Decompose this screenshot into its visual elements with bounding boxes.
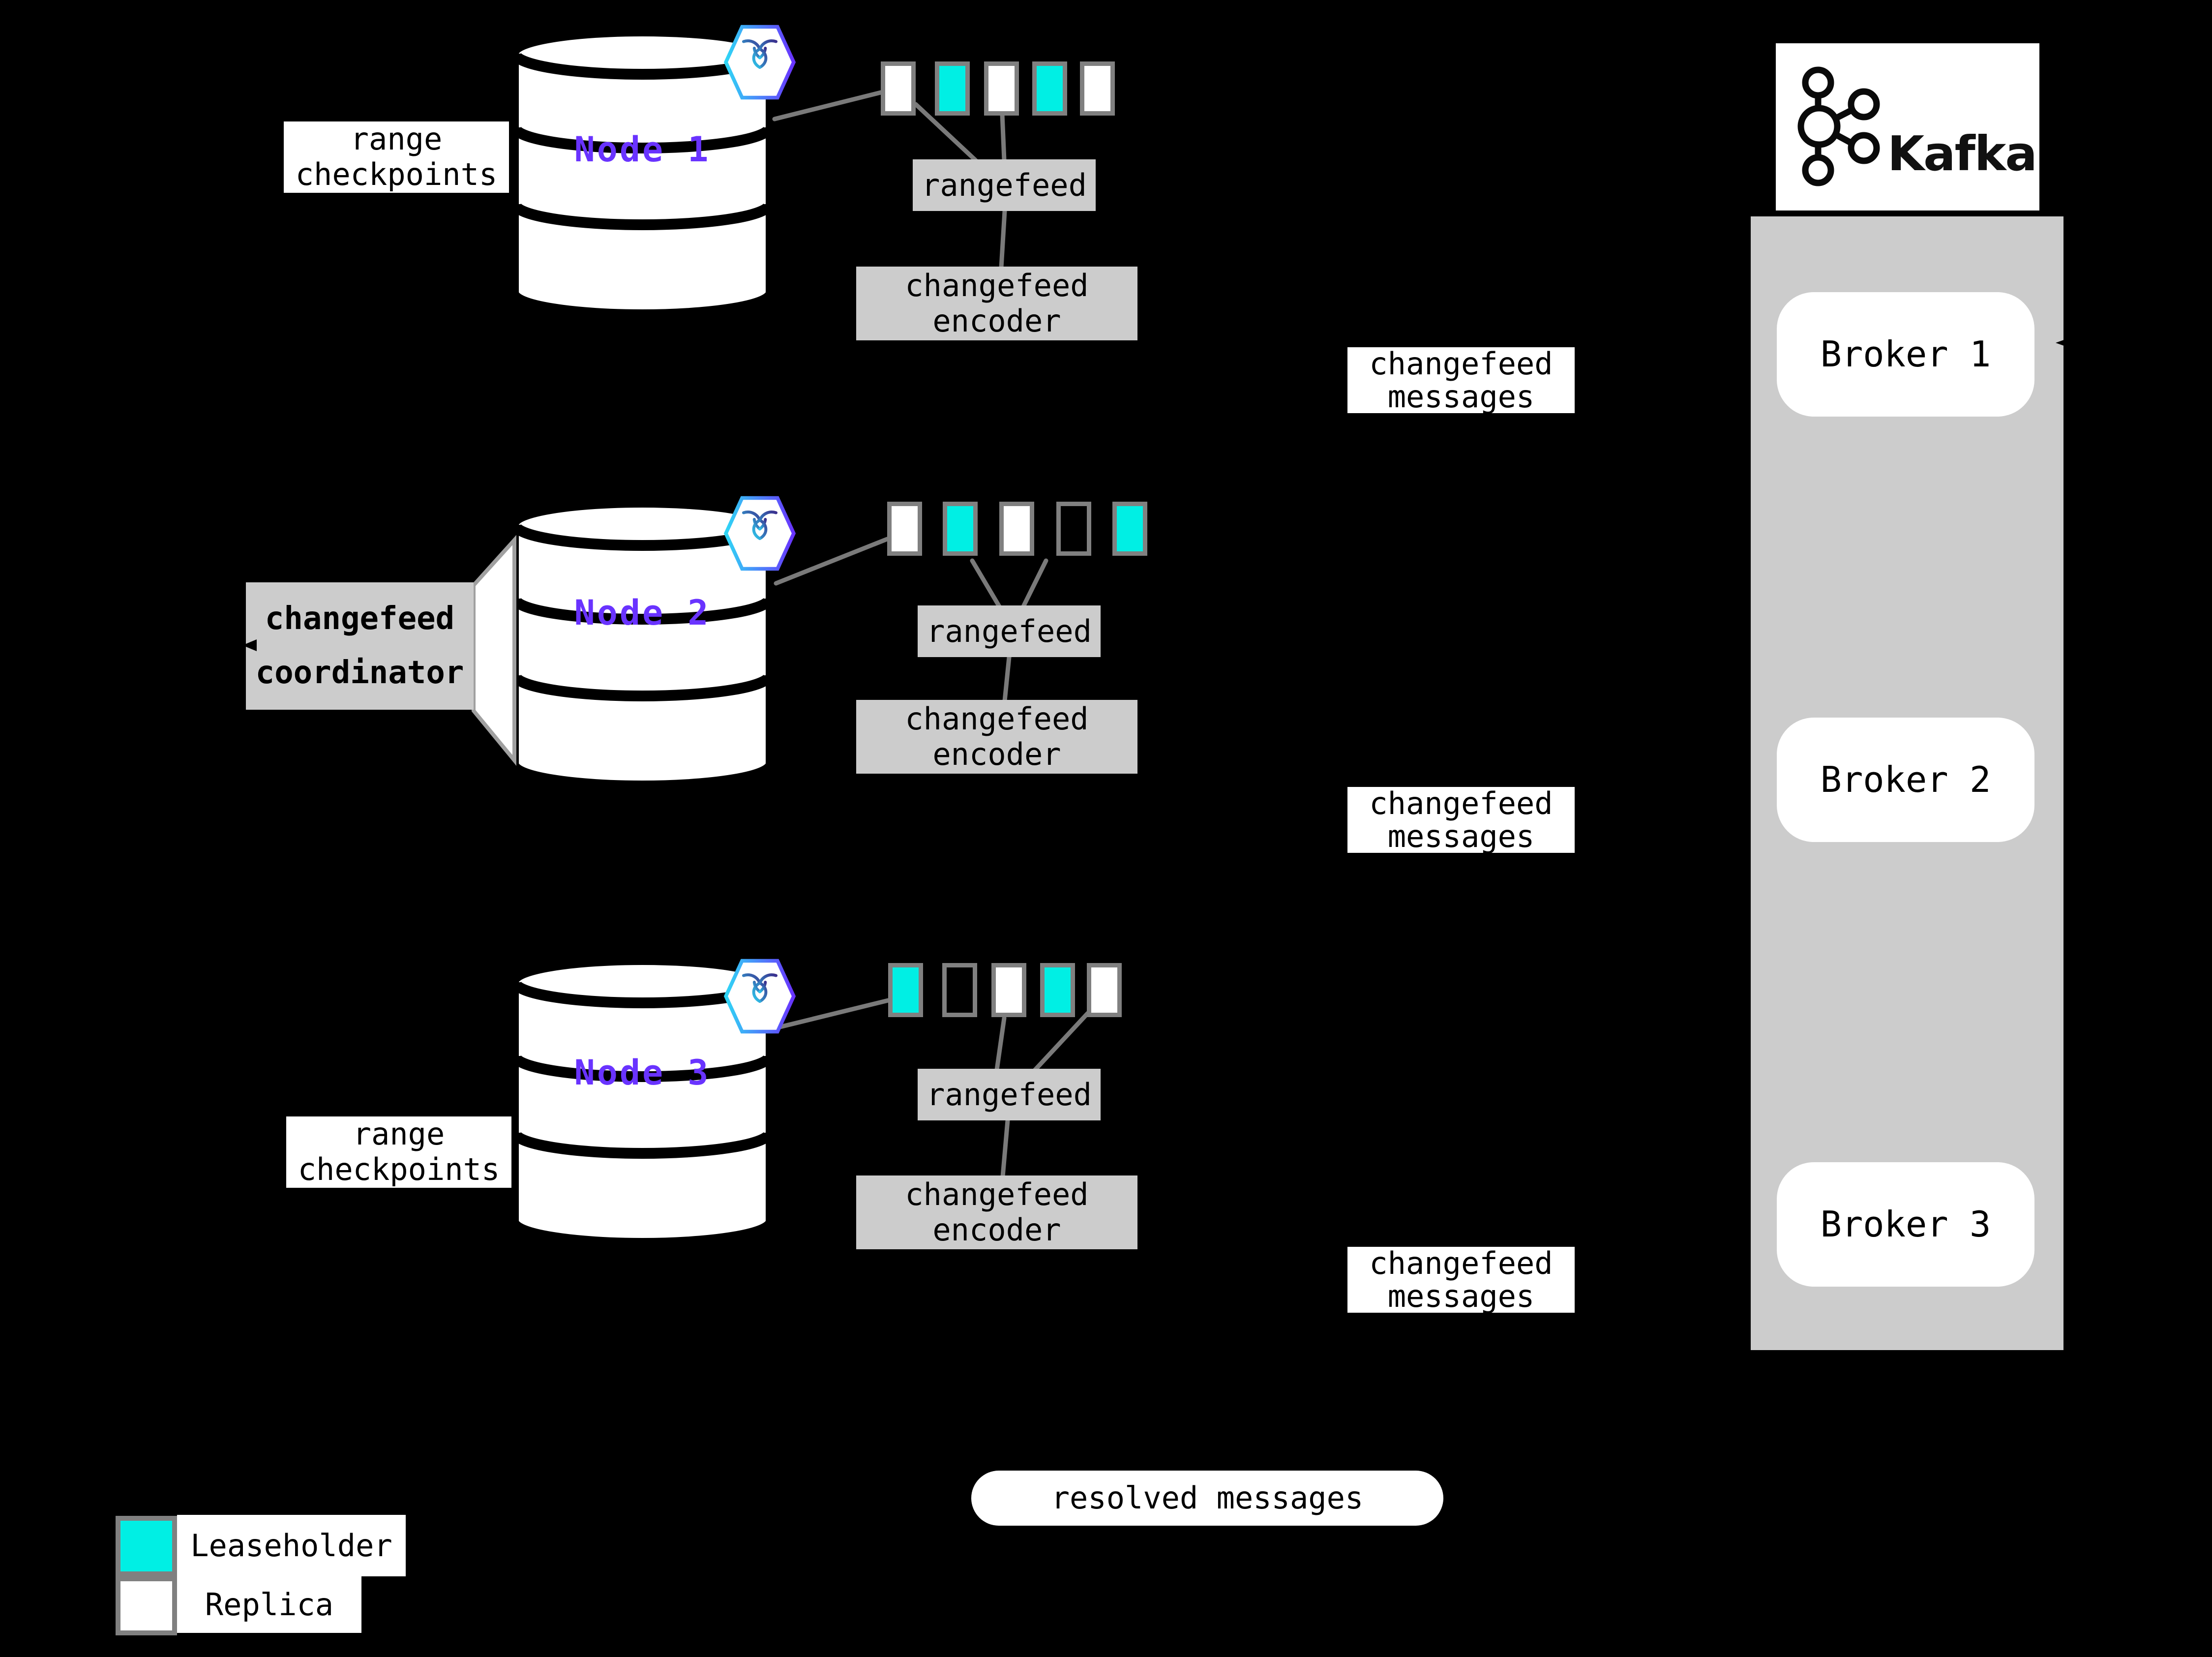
rangefeed-box: rangefeed — [918, 1069, 1101, 1120]
changefeed-encoder-box: changefeed encoder — [856, 700, 1137, 774]
node-1-label: Node 1 — [574, 129, 711, 170]
cockroachdb-logo-icon — [726, 27, 794, 98]
range-replica — [887, 502, 922, 556]
range-empty — [1056, 502, 1091, 556]
range-leaseholder — [1112, 502, 1147, 556]
changefeed-messages-label: changefeed messages — [1347, 347, 1575, 413]
kafka-logo-icon — [1797, 66, 1880, 186]
rangefeed-box: rangefeed — [918, 605, 1101, 657]
range-leaseholder — [943, 502, 978, 556]
range-empty — [942, 963, 977, 1017]
range-leaseholder — [1032, 61, 1067, 116]
cockroachdb-logo-icon — [726, 961, 794, 1032]
cockroachdb-logo-icon — [726, 498, 794, 569]
broker-3-box: Broker 3 — [1777, 1162, 2034, 1287]
broker-1-box: Broker 1 — [1777, 292, 2034, 417]
range-replica — [999, 502, 1034, 556]
range-replica — [984, 61, 1019, 116]
database-cylinder — [515, 962, 769, 1241]
legend-leaseholder-label: Leaseholder — [177, 1515, 406, 1576]
range-leaseholder — [935, 61, 970, 116]
range-checkpoints-label: range checkpoints — [284, 121, 509, 193]
legend-replica-swatch — [116, 1576, 177, 1635]
broker-2-box: Broker 2 — [1777, 718, 2034, 842]
range-replica — [1080, 61, 1115, 116]
changefeed-messages-label: changefeed messages — [1347, 787, 1575, 853]
kafka-logo-box: Kafka — [1776, 43, 2039, 211]
callout-pointer — [472, 535, 516, 766]
node-3-label: Node 3 — [574, 1053, 711, 1093]
arrowhead-icon — [2064, 1216, 2085, 1231]
range-leaseholder — [1040, 963, 1075, 1017]
rangefeed-box: rangefeed — [913, 159, 1096, 211]
range-leaseholder — [888, 963, 923, 1017]
kafka-wordmark: Kafka — [1887, 126, 2037, 181]
range-replica — [881, 61, 916, 116]
range-checkpoints-label: range checkpoints — [286, 1116, 511, 1188]
range-replica — [991, 963, 1026, 1017]
changefeed-encoder-box: changefeed encoder — [856, 1175, 1137, 1249]
legend-leaseholder-swatch — [116, 1516, 177, 1576]
changefeed-coordinator-label: changefeed coordinator — [246, 582, 474, 710]
database-cylinder — [515, 504, 769, 784]
legend-replica-label: Replica — [177, 1576, 361, 1633]
range-replica — [1087, 963, 1122, 1017]
changefeed-messages-label: changefeed messages — [1347, 1247, 1575, 1313]
database-cylinder — [515, 33, 769, 313]
changefeed-encoder-box: changefeed encoder — [856, 267, 1137, 340]
node-2-label: Node 2 — [574, 593, 711, 633]
resolved-messages-label: resolved messages — [971, 1471, 1443, 1526]
